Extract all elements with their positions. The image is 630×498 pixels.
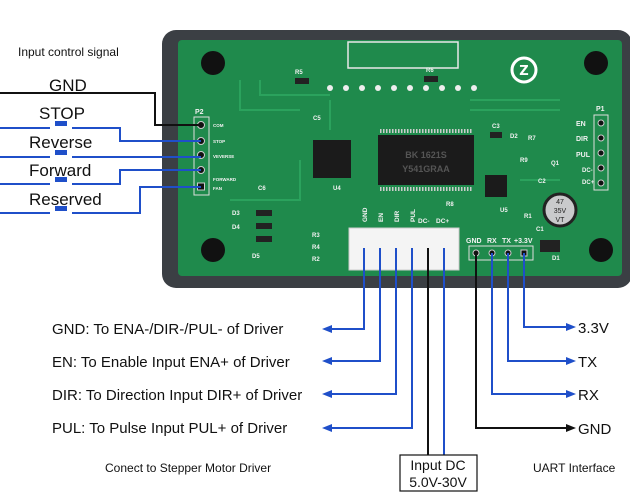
main-chip [378, 135, 474, 185]
p2-pin-label: FAN [213, 186, 222, 191]
p1-pin-label: PUL [576, 152, 591, 159]
brand-logo-icon [510, 56, 538, 84]
label-c3: C3 [492, 124, 500, 130]
electrolytic-capacitor [542, 192, 578, 228]
connector-pin-label: PUL [410, 209, 417, 222]
chip-u4 [313, 140, 351, 178]
output-en-label: EN: To Enable Input ENA+ of Driver [52, 354, 290, 371]
svg-text:Z: Z [519, 64, 528, 79]
uart-3v3-label: 3.3V [578, 320, 609, 337]
label-u5: U5 [500, 208, 508, 214]
mounting-hole [201, 51, 225, 75]
output-pul-label: PUL: To Pulse Input PUL+ of Driver [52, 420, 287, 437]
label-c5: C5 [313, 116, 321, 122]
label-r5: R5 [295, 70, 303, 76]
input-dc-box [399, 454, 478, 492]
uart-pin-label: RX [487, 238, 497, 245]
input-dc-label: Input DC [410, 457, 465, 473]
p1-pin-label: DC+ [582, 180, 595, 186]
p1-pin-label: EN [576, 121, 586, 128]
label-r9: R9 [520, 158, 528, 164]
switch-icon [55, 177, 67, 182]
arrow-icon [322, 357, 332, 365]
label-d1: D1 [552, 256, 560, 262]
label-r8: R8 [446, 202, 454, 208]
p1-pin-label: DIR [576, 136, 588, 143]
mounting-hole [584, 51, 608, 75]
p2-label: P2 [195, 109, 204, 116]
label-c1: C1 [536, 227, 544, 233]
label-d4: D4 [232, 225, 240, 231]
switch-icon [55, 206, 67, 211]
label-d2: D2 [510, 134, 518, 140]
driver-connector [348, 227, 460, 271]
label-r6: R6 [426, 68, 434, 74]
p1-pin-label: DC- [582, 168, 593, 174]
arrow-icon [566, 424, 576, 432]
p2-pin-label: FORWARD [213, 177, 237, 182]
connector-pin-label: GND [362, 207, 369, 222]
label-q1: Q1 [551, 161, 560, 167]
uart-gnd-label: GND [578, 421, 612, 438]
uart-pin-label: TX [502, 238, 511, 245]
label-r1: R1 [524, 214, 532, 220]
switch-icon [55, 150, 67, 155]
label-r7: R7 [528, 136, 536, 142]
label-r3: R3 [312, 233, 320, 239]
p1-label: P1 [596, 106, 605, 113]
uart-pin-label: GND [466, 238, 482, 245]
label-r2: R2 [312, 257, 320, 263]
uart-header [468, 245, 534, 261]
regulator-u5 [485, 175, 507, 197]
capacitor-text: 47 [556, 199, 564, 206]
connector-pin-label: DC+ [436, 218, 449, 225]
mounting-hole [589, 238, 613, 262]
switch-icon [55, 121, 67, 126]
label-c6: C6 [258, 186, 266, 192]
footer-driver-caption: Conect to Stepper Motor Driver [105, 461, 271, 475]
p2-pin-label: VEVERSE [213, 154, 234, 159]
label-d3: D3 [232, 211, 240, 217]
signal-forward: Forward [29, 161, 91, 180]
signal-reserved: Reserved [29, 190, 102, 209]
capacitor-text: VT [556, 217, 566, 224]
chip-text: BK 1621S [405, 150, 447, 160]
uart-pin-label: +3.3V [514, 238, 533, 245]
label-u4: U4 [333, 186, 341, 192]
connector-pin-label: DIR [394, 211, 401, 223]
footer-uart-caption: UART Interface [533, 461, 616, 475]
input-section-title: Input control signal [18, 45, 119, 59]
signal-stop: STOP [39, 104, 85, 123]
connector-pin-label: DC- [418, 218, 430, 225]
arrow-icon [566, 323, 576, 331]
mounting-hole [201, 238, 225, 262]
arrow-icon [322, 325, 332, 333]
label-r4: R4 [312, 245, 320, 251]
uart-tx-label: TX [578, 354, 597, 371]
p2-pin-label: STOP [213, 139, 225, 144]
chip-text: Y541GRAA [402, 164, 450, 174]
signal-reverse: Reverse [29, 133, 92, 152]
p1-header [593, 114, 609, 191]
input-dc-voltage: 5.0V-30V [409, 474, 467, 490]
arrow-icon [566, 357, 576, 365]
signal-gnd: GND [49, 76, 87, 95]
uart-rx-label: RX [578, 387, 599, 404]
label-d5: D5 [252, 254, 260, 260]
output-gnd-label: GND: To ENA-/DIR-/PUL- of Driver [52, 321, 283, 338]
capacitor-text: 35V [554, 208, 567, 215]
label-c2: C2 [538, 179, 546, 185]
p2-pin-label: COM [213, 123, 224, 128]
output-dir-label: DIR: To Direction Input DIR+ of Driver [52, 387, 302, 404]
connector-pin-label: EN [378, 213, 385, 222]
arrow-icon [322, 390, 332, 398]
arrow-icon [566, 390, 576, 398]
arrow-icon [322, 424, 332, 432]
